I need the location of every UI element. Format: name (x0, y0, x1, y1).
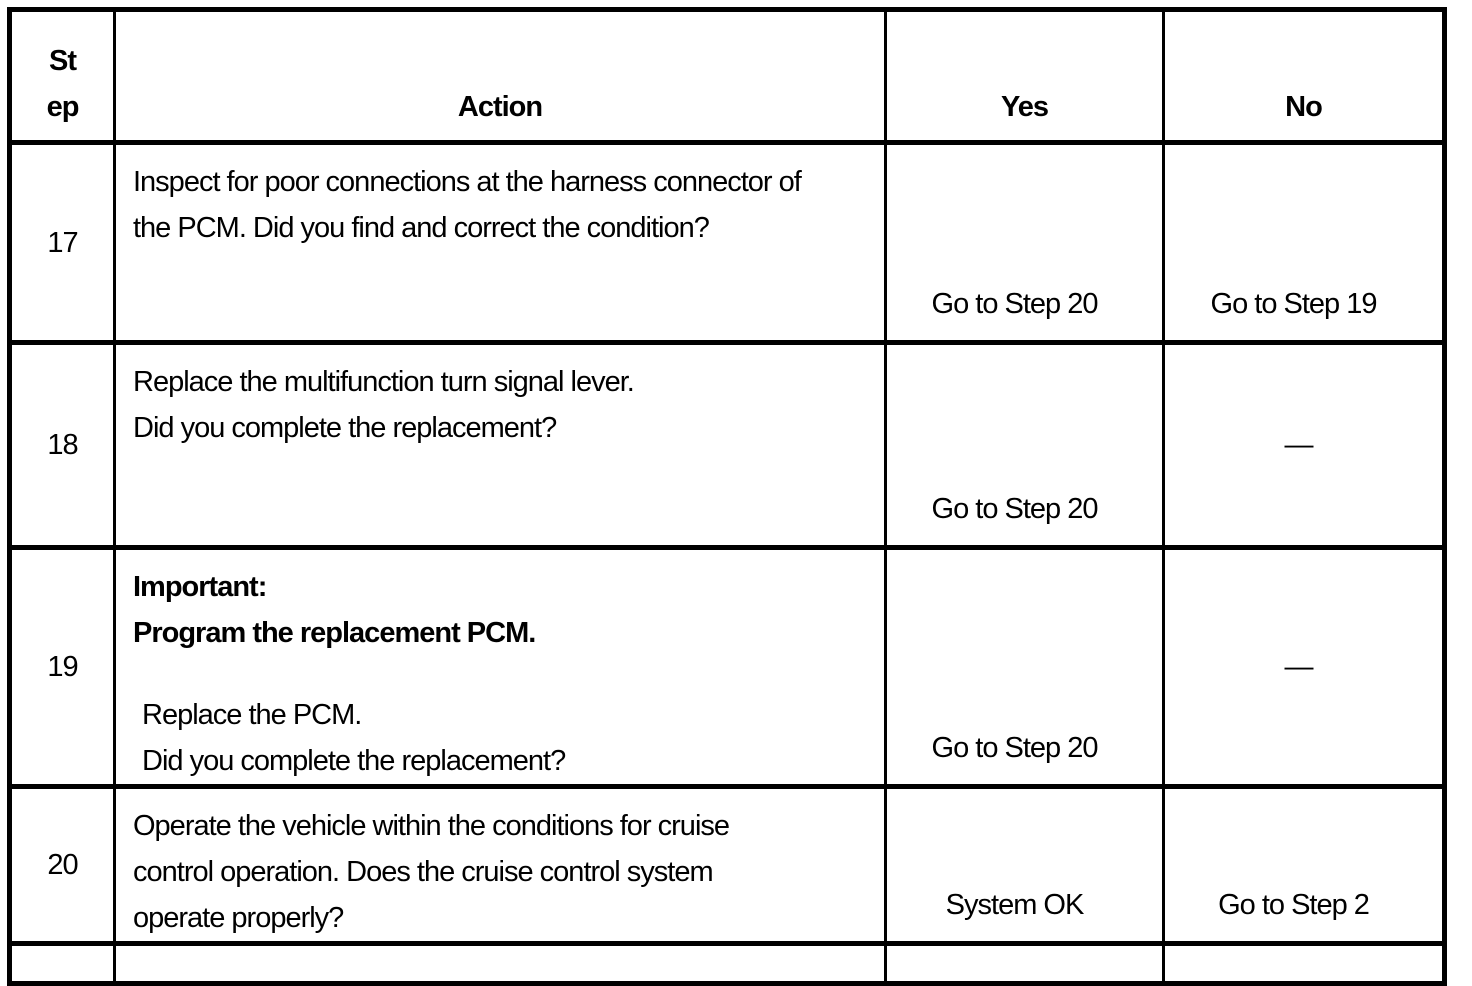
col-header-yes: Yes (884, 7, 1165, 145)
action-cell: Replace the multifunction turn signal le… (113, 340, 887, 550)
step-number: 20 (8, 784, 116, 946)
yes-cell: Go to Step 20 (884, 140, 1165, 345)
action-line: Operate the vehicle within the condition… (133, 810, 730, 842)
no-cell: Go to Step 19 (1162, 140, 1446, 345)
diagnostic-step-table: St ep Action Yes No 17 Inspect for poor … (7, 7, 1447, 986)
action-line: Did you complete the replacement? (142, 745, 566, 777)
partial-cell (1162, 941, 1446, 984)
table-row-step-17: 17 Inspect for poor connections at the h… (8, 140, 1446, 345)
partial-cell (884, 941, 1165, 984)
no-cell: — (1162, 340, 1446, 550)
action-cell: Operate the vehicle within the condition… (113, 784, 887, 946)
action-cell: Inspect for poor connections at the harn… (113, 140, 887, 345)
step-number: 19 (8, 545, 116, 789)
action-line: control operation. Does the cruise contr… (133, 856, 714, 888)
col-header-step: St ep (8, 7, 116, 145)
action-cell: Important: Program the replacement PCM. … (113, 545, 887, 789)
action-line: Did you complete the replacement? (133, 412, 557, 444)
partial-cell (113, 941, 887, 984)
table-header-row: St ep Action Yes No (8, 7, 1446, 145)
col-header-step-line1: St (49, 45, 77, 77)
action-line: Replace the multifunction turn signal le… (133, 366, 635, 398)
action-line: the PCM. Did you find and correct the co… (133, 212, 710, 244)
table-row-step-20: 20 Operate the vehicle within the condit… (8, 784, 1446, 946)
table-row-step-19: 19 Important: Program the replacement PC… (8, 545, 1446, 789)
no-cell: Go to Step 2 (1162, 784, 1446, 946)
yes-cell: Go to Step 20 (884, 340, 1165, 550)
partial-cell (8, 941, 116, 984)
yes-cell: System OK (884, 784, 1165, 946)
action-line: operate properly? (133, 902, 344, 934)
action-line: Inspect for poor connections at the harn… (133, 166, 802, 198)
action-important-line: Program the replacement PCM. (133, 617, 536, 649)
yes-cell: Go to Step 20 (884, 545, 1165, 789)
action-blank-line (133, 656, 860, 692)
col-header-action: Action (113, 7, 887, 145)
table-row-partial (8, 941, 1446, 984)
action-important-label: Important: (133, 571, 267, 603)
action-line: Replace the PCM. (142, 699, 362, 731)
step-number: 17 (8, 140, 116, 345)
col-header-no: No (1162, 7, 1446, 145)
table-row-step-18: 18 Replace the multifunction turn signal… (8, 340, 1446, 550)
no-cell: — (1162, 545, 1446, 789)
col-header-step-line2: ep (46, 91, 80, 123)
step-number: 18 (8, 340, 116, 550)
